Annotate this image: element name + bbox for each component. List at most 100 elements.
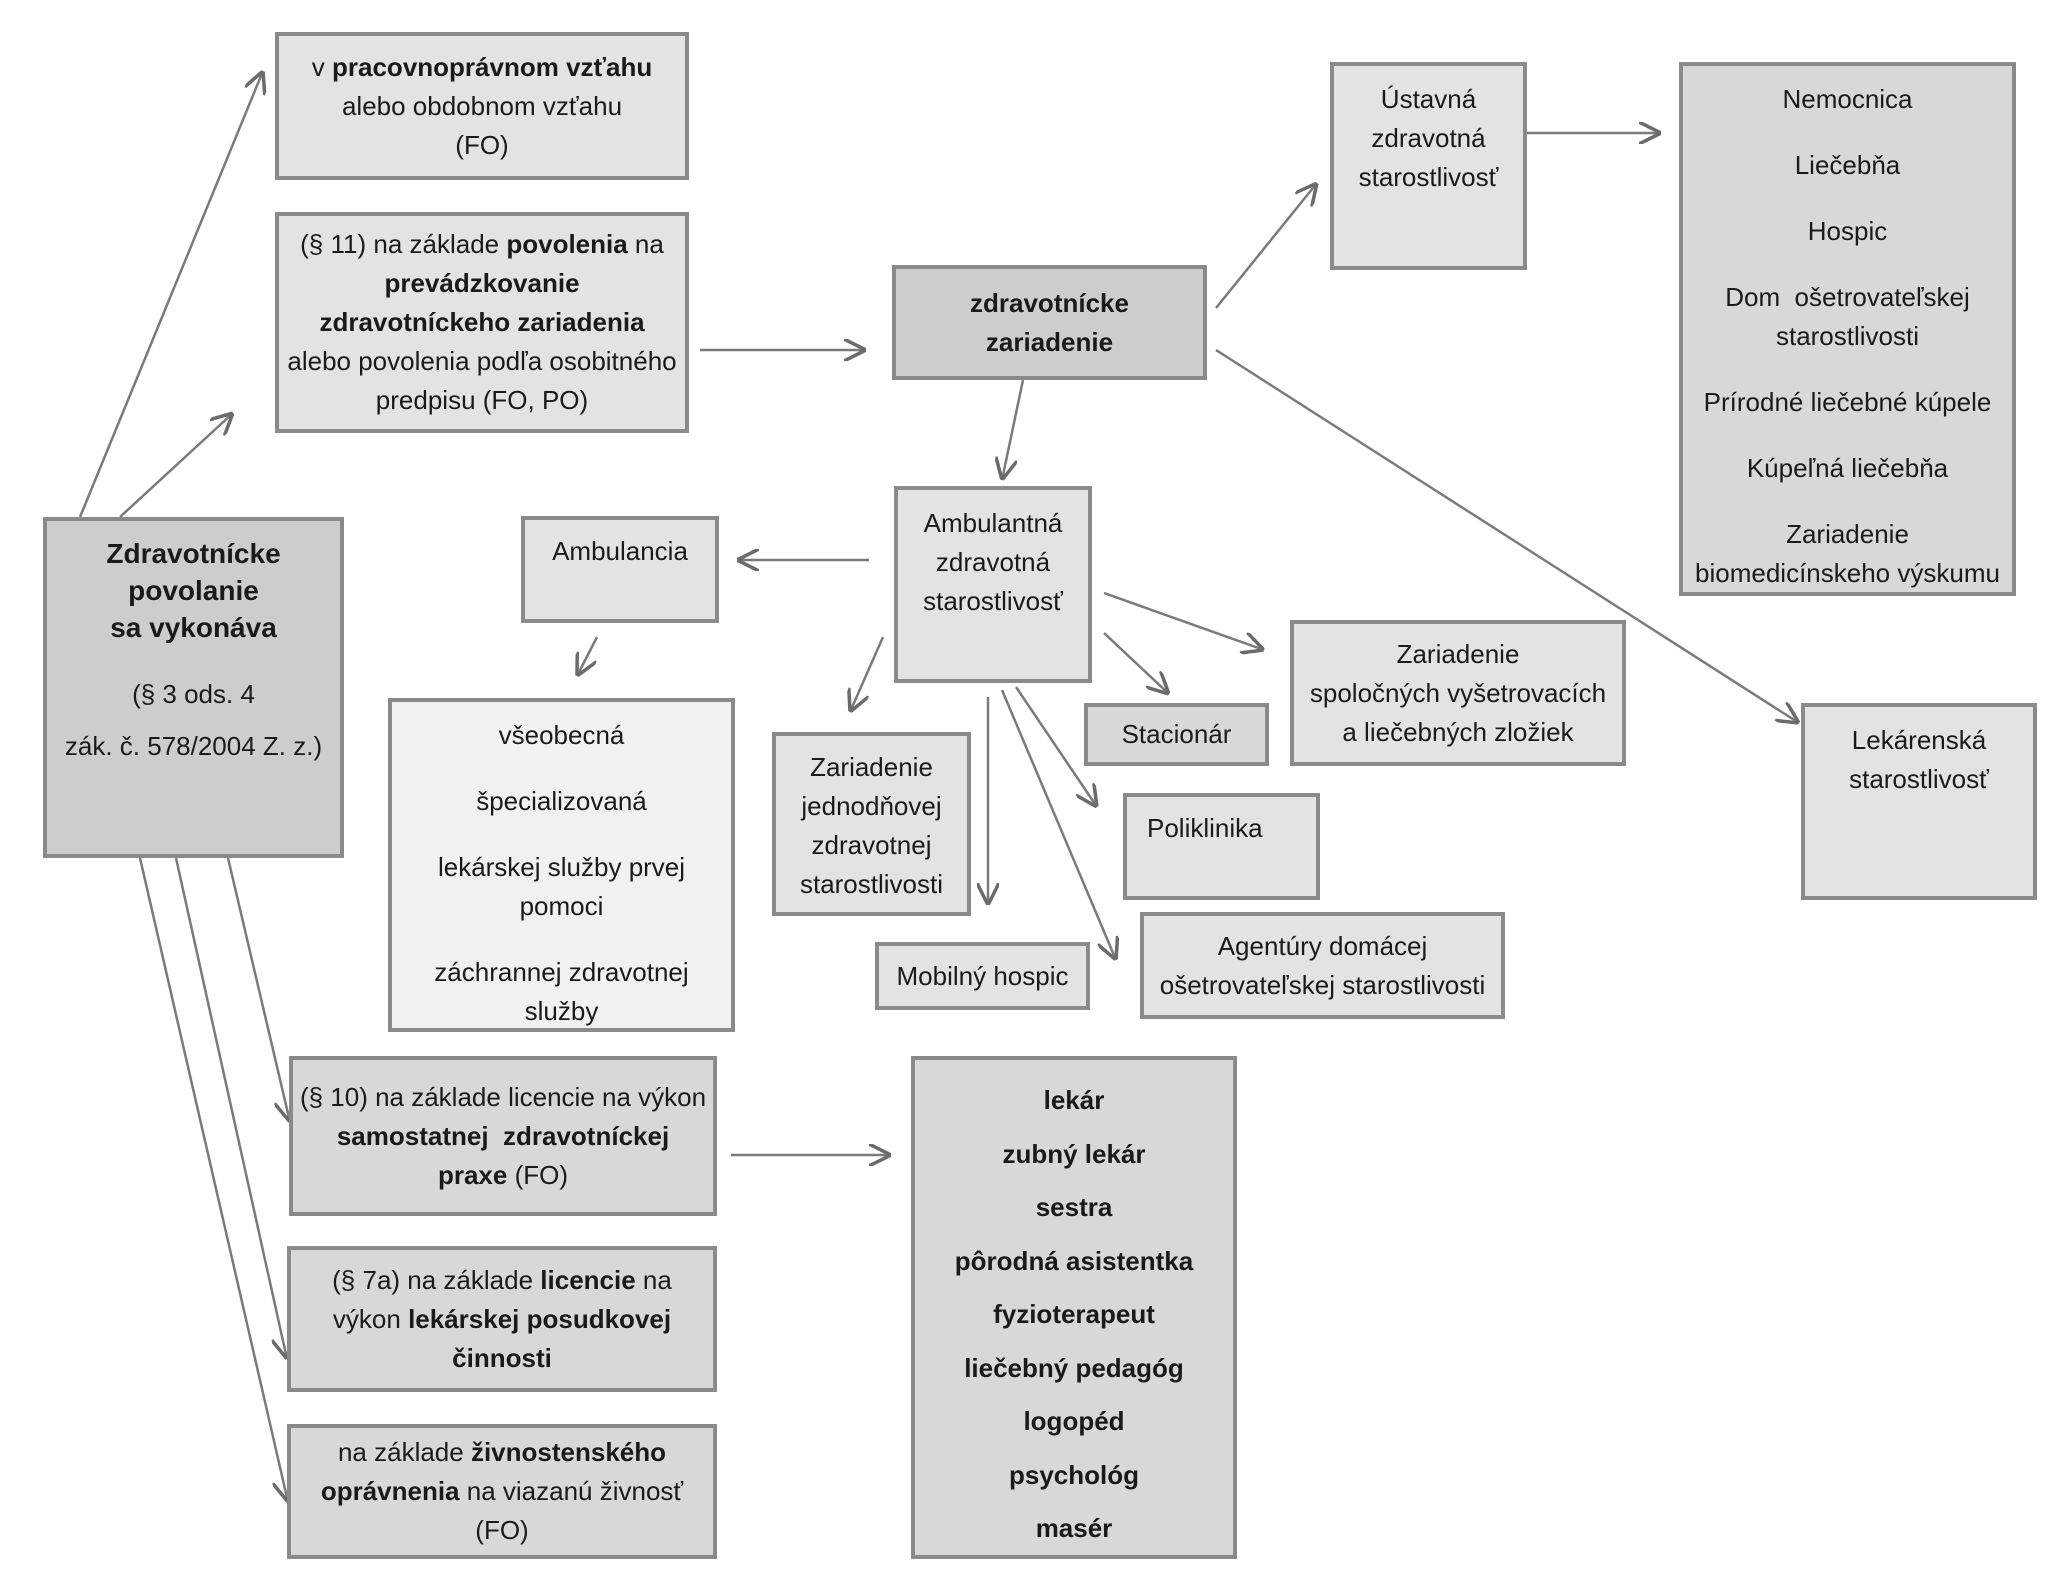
list-dom-osetrovatelskej: Dom ošetrovateľskej — [1725, 282, 1970, 312]
day-care-line-3: zdravotnej — [811, 830, 932, 860]
permit-line-5: predpisu (FO, PO) — [375, 385, 589, 415]
ambulatory-line-3: starostlivosť — [923, 586, 1063, 616]
pharmacy-line-1: Lekárenská — [1851, 725, 1987, 755]
ambulatory-line-2: zdravotná — [935, 547, 1051, 577]
root-title-line-2: povolanie — [128, 575, 259, 606]
institutional-box: Ústavná zdravotná starostlivosť — [1330, 62, 1527, 270]
list-nemocnica: Nemocnica — [1782, 84, 1913, 114]
poliklinika-box: Poliklinika — [1123, 793, 1320, 900]
home-nursing-line-2: ošetrovateľskej starostlivosti — [1159, 969, 1486, 1000]
ambulancia-box: Ambulancia — [521, 516, 719, 623]
arrow-root-to-trade — [138, 857, 288, 1502]
type-prva-pomoc-1: lekárskej služby prvej — [437, 852, 686, 882]
list-hospic: Hospic — [1807, 216, 1888, 246]
permit-box: (§ 11) na základe povolenia na prevádzko… — [275, 212, 689, 433]
root-title-line-3: sa vykonáva — [110, 612, 277, 643]
root-title-line-1: Zdravotnícke — [106, 538, 281, 569]
employment-line-3: (FO) — [455, 129, 509, 160]
assessment-line-2: výkon lekárskej posudkovej — [332, 1303, 672, 1334]
license-line-2: samostatnej zdravotníckej — [336, 1120, 670, 1151]
home-nursing-box: Agentúry domácej ošetrovateľskej starost… — [1140, 912, 1505, 1019]
day-care-line-2: jednodňovej — [801, 791, 942, 821]
arrow-ambulatory-to-stacionar — [1103, 632, 1169, 694]
day-care-line-1: Zariadenie — [810, 752, 933, 782]
employment-box: v pracovnoprávnom vzťahu alebo obdobnom … — [275, 32, 689, 180]
list-kupelna-liecebna: Kúpeľná liečebňa — [1746, 453, 1949, 483]
permit-line-2: prevádzkovanie — [384, 268, 580, 298]
pharmacy-line-2: starostlivosť — [1849, 764, 1989, 794]
institutional-list-box: Nemocnica Liečebňa Hospic Dom ošetrovate… — [1679, 62, 2016, 596]
type-zachranna-1: záchrannej zdravotnej — [434, 957, 689, 987]
profession-fyzioterapeut: fyzioterapeut — [993, 1299, 1155, 1329]
list-zariadenie: Zariadenie — [1786, 519, 1909, 549]
permit-line-1: (§ 11) na základe povolenia na — [300, 229, 664, 259]
trade-line-3: (FO) — [475, 1515, 529, 1545]
arrow-ambulancia-to-types — [577, 636, 599, 676]
ambulancia-types-box: všeobecná špecializovaná lekárskej služb… — [388, 698, 735, 1032]
institutional-line-1: Ústavná — [1380, 84, 1477, 114]
trade-line-2: oprávnenia na viazanú živnosť — [320, 1476, 684, 1506]
arrow-root-to-license — [226, 857, 290, 1122]
common-exam-line-1: Zariadenie — [1396, 638, 1520, 669]
stacionar-label: Stacionár — [1121, 719, 1232, 749]
trade-box: na základe živnostenského oprávnenia na … — [287, 1424, 717, 1559]
professions-box: lekár zubný lekár sestra pôrodná asisten… — [911, 1056, 1237, 1559]
arrow-root-to-assessment — [174, 857, 287, 1359]
profession-lekar: lekár — [1043, 1085, 1105, 1115]
pharmacy-box: Lekárenská starostlivosť — [1801, 703, 2037, 900]
home-nursing-line-1: Agentúry domácej — [1217, 930, 1428, 961]
institutional-line-2: zdravotná — [1371, 123, 1486, 153]
assessment-box: (§ 7a) na základe licencie na výkon leká… — [287, 1246, 717, 1392]
stacionar-box: Stacionár — [1084, 703, 1269, 766]
facility-line-2: zariadenie — [985, 326, 1114, 357]
employment-line-1: v pracovnoprávnom vzťahu — [311, 51, 653, 82]
root-citation-line-1: (§ 3 ods. 4 — [132, 679, 255, 709]
license-line-1: (§ 10) na základe licencie na výkon — [299, 1081, 707, 1112]
mobile-hospice-box: Mobilný hospic — [875, 942, 1090, 1010]
ambulatory-box: Ambulantná zdravotná starostlivosť — [894, 486, 1092, 683]
assessment-line-3: činnosti — [452, 1342, 552, 1373]
license-box: (§ 10) na základe licencie na výkon samo… — [289, 1056, 717, 1216]
day-care-box: Zariadenie jednodňovej zdravotnej staros… — [772, 732, 971, 916]
profession-liecebny-pedagog: liečebný pedagóg — [964, 1352, 1184, 1383]
arrow-facility-to-ambulatory — [1002, 379, 1025, 480]
common-exam-box: Zariadenie spoločných vyšetrovacích a li… — [1290, 620, 1626, 766]
ambulancia-label: Ambulancia — [552, 536, 688, 566]
type-prva-pomoc-2: pomoci — [519, 891, 604, 921]
arrow-root-to-employment — [78, 71, 263, 518]
profession-sestra: sestra — [1035, 1192, 1113, 1222]
profession-zubny-lekar: zubný lekár — [1002, 1138, 1146, 1169]
assessment-line-1: (§ 7a) na základe licencie na — [332, 1264, 672, 1295]
list-biomedicinsky-vyskum: biomedicínskeho výskumu — [1695, 558, 2000, 588]
permit-line-3: zdravotníckeho zariadenia — [319, 307, 645, 337]
license-line-3: praxe (FO) — [437, 1159, 569, 1190]
trade-line-1: na základe živnostenského — [337, 1437, 667, 1467]
profession-porodna-asistentka: pôrodná asistentka — [954, 1245, 1194, 1276]
poliklinika-label: Poliklinika — [1147, 813, 1263, 843]
common-exam-line-2: spoločných vyšetrovacích — [1309, 677, 1607, 708]
mobile-hospice-label: Mobilný hospic — [896, 960, 1069, 991]
arrow-ambulatory-to-common-exam — [1103, 591, 1264, 650]
profession-logoped: logopéd — [1023, 1406, 1125, 1436]
type-specializovana: špecializovaná — [476, 786, 647, 816]
arrow-root-to-permit — [119, 413, 233, 518]
permit-line-4: alebo povolenia podľa osobitného — [287, 346, 677, 376]
institutional-line-3: starostlivosť — [1358, 162, 1499, 192]
root-citation-line-2: zák. č. 578/2004 Z. z.) — [64, 731, 323, 761]
day-care-line-4: starostlivosti — [799, 869, 944, 899]
list-prirodne-kupele: Prírodné liečebné kúpele — [1703, 387, 1992, 417]
employment-line-2: alebo obdobnom vzťahu — [341, 90, 623, 121]
profession-psycholog: psychológ — [1008, 1459, 1139, 1490]
common-exam-line-3: a liečebných zložiek — [1342, 716, 1574, 747]
arrow-ambulatory-to-daycare — [850, 636, 885, 712]
type-vseobecna: všeobecná — [498, 720, 625, 750]
root-box: Zdravotnícke povolanie sa vykonáva (§ 3 … — [43, 517, 344, 858]
profession-maser: masér — [1035, 1513, 1113, 1543]
arrow-facility-to-institutional — [1215, 183, 1317, 309]
facility-line-1: zdravotnícke — [970, 287, 1129, 318]
list-starostlivosti: starostlivosti — [1775, 321, 1920, 351]
ambulatory-line-1: Ambulantná — [923, 508, 1063, 538]
type-zachranna-2: služby — [524, 996, 599, 1026]
list-liecebna: Liečebňa — [1794, 150, 1901, 180]
facility-box: zdravotnícke zariadenie — [892, 265, 1207, 380]
